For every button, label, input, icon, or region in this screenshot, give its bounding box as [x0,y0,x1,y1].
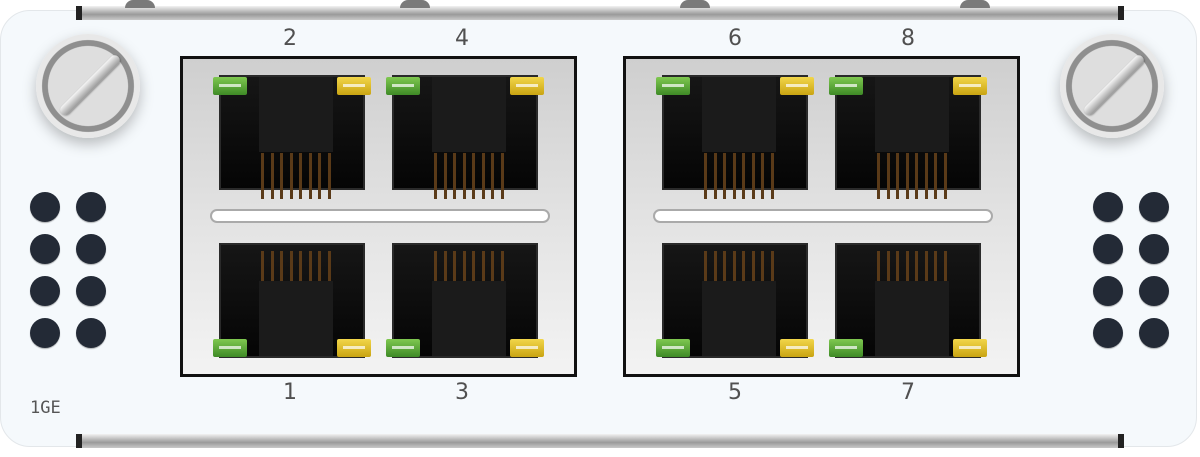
vent-hole-icon [30,318,60,348]
latch-slot [702,77,776,152]
activity-led-icon [780,339,814,357]
rail-cap [1118,434,1124,448]
latch-slot [432,77,506,152]
ethernet-port-7[interactable] [829,243,987,370]
activity-led-icon [953,77,987,95]
vent-hole-icon [76,318,106,348]
thumbscrew-right-icon[interactable] [1060,34,1164,138]
port-label-5: 5 [728,380,742,405]
contact-pins [261,153,331,199]
vent-hole-icon [76,234,106,264]
contact-pins [434,251,504,297]
activity-led-icon [510,77,544,95]
link-led-icon [213,339,247,357]
link-led-icon [829,77,863,95]
contact-pins [704,153,774,199]
latch-slot [875,77,949,152]
contact-pins [434,153,504,199]
ethernet-port-2[interactable] [213,63,371,199]
cage-divider [653,209,993,223]
rj45-jack-icon [219,243,365,358]
rail-nub [680,0,710,8]
latch-slot [259,77,333,152]
vent-hole-icon [76,276,106,306]
ethernet-port-8[interactable] [829,63,987,199]
rail-cap [1118,6,1124,20]
port-label-7: 7 [901,380,915,405]
port-label-8: 8 [901,26,915,51]
contact-pins [877,153,947,199]
rail-cap [76,434,82,448]
port-label-6: 6 [728,26,742,51]
port-cage-left [180,56,577,377]
ethernet-port-6[interactable] [656,63,814,199]
rj45-jack-icon [662,243,808,358]
activity-led-icon [337,339,371,357]
vent-grid-left [30,192,106,348]
activity-led-icon [337,77,371,95]
activity-led-icon [953,339,987,357]
port-label-2: 2 [283,26,297,51]
thumbscrew-left-icon[interactable] [36,34,140,138]
rail-cap [76,6,82,20]
link-led-icon [213,77,247,95]
activity-led-icon [780,77,814,95]
cage-divider [210,209,550,223]
port-label-4: 4 [455,26,469,51]
port-cage-right [623,56,1020,377]
vent-hole-icon [30,276,60,306]
link-led-icon [386,339,420,357]
latch-slot [875,281,949,356]
link-led-icon [829,339,863,357]
latch-slot [432,281,506,356]
vent-hole-icon [76,192,106,222]
activity-led-icon [510,339,544,357]
vent-hole-icon [30,192,60,222]
link-led-icon [386,77,420,95]
contact-pins [877,251,947,297]
rj45-jack-icon [392,243,538,358]
vent-hole-icon [1093,192,1123,222]
vent-hole-icon [1139,318,1169,348]
latch-slot [702,281,776,356]
port-label-1: 1 [283,380,297,405]
ethernet-port-5[interactable] [656,243,814,370]
port-label-3: 3 [455,380,469,405]
vent-hole-icon [30,234,60,264]
vent-hole-icon [1093,318,1123,348]
bottom-rail [82,434,1120,448]
ethernet-port-3[interactable] [386,243,544,370]
contact-pins [704,251,774,297]
link-led-icon [656,339,690,357]
vent-hole-icon [1139,234,1169,264]
top-rail [82,6,1120,20]
vent-hole-icon [1093,276,1123,306]
vent-grid-right [1093,192,1169,348]
rj45-jack-icon [835,243,981,358]
link-led-icon [656,77,690,95]
latch-slot [259,281,333,356]
vent-hole-icon [1093,234,1123,264]
vent-hole-icon [1139,276,1169,306]
ethernet-port-1[interactable] [213,243,371,370]
module-speed-label: 1GE [30,398,61,418]
rail-nub [400,0,430,8]
rail-nub [125,0,155,8]
ethernet-port-4[interactable] [386,63,544,199]
vent-hole-icon [1139,192,1169,222]
rail-nub [960,0,990,8]
contact-pins [261,251,331,297]
